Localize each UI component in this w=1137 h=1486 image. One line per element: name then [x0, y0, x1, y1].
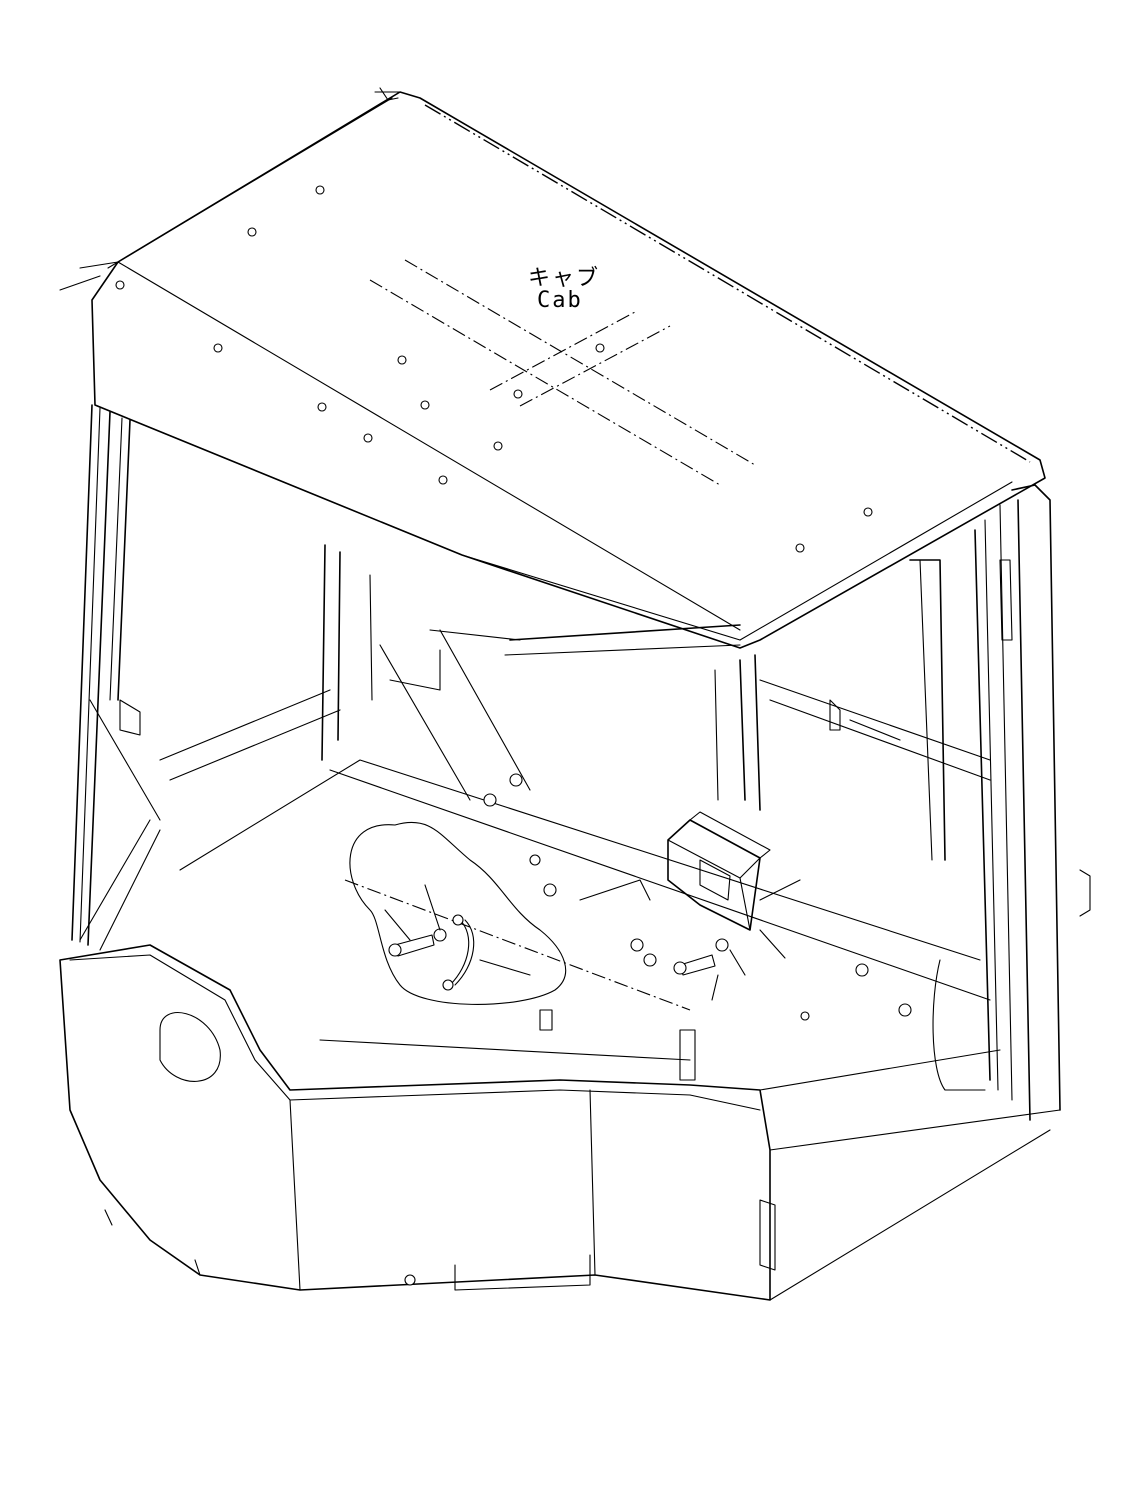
rear-frame [159, 624, 991, 801]
right-pillars [714, 484, 1091, 1121]
left-pillars [71, 404, 373, 951]
cab-label-japanese: キャブ [528, 266, 601, 291]
cab-roof [59, 87, 1046, 649]
cab-label-english: Cab [537, 288, 583, 313]
cab-floor [179, 759, 991, 1061]
cab-lower-body [59, 944, 1061, 1301]
controller-box [667, 811, 771, 931]
bolt-washer-harness-assemblies [349, 821, 801, 1005]
